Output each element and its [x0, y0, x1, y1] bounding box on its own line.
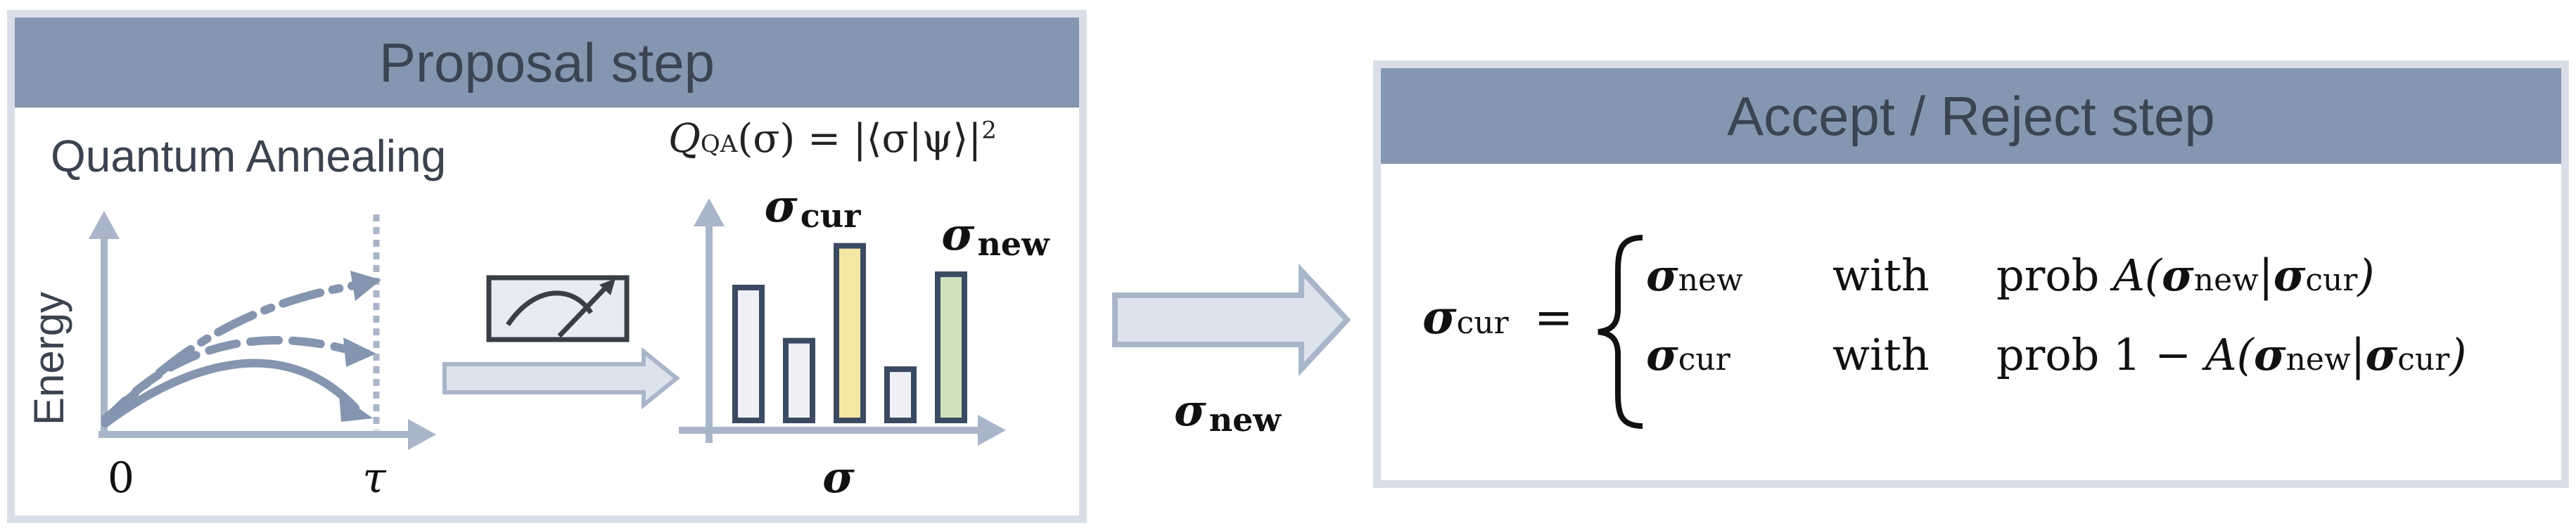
- case-new-prob-prefix: prob: [1996, 250, 2114, 301]
- accept-reject-title: Accept / Reject step: [1727, 84, 2215, 147]
- case-brace: [1598, 235, 1643, 429]
- energy-curves: [101, 281, 363, 427]
- device-arrow-line: [557, 285, 608, 338]
- histogram-x-label: σ: [822, 451, 855, 503]
- formula-q-subscript: QA: [700, 130, 738, 158]
- quantum-annealing-label: Quantum Annealing: [51, 131, 447, 181]
- sigma-new-label: σnew: [941, 208, 1050, 263]
- histogram-axes: [679, 198, 1006, 446]
- equals-sign: =: [1534, 290, 1574, 345]
- transfer-sigma: σ: [1174, 385, 1206, 436]
- transfer-arrow: [1112, 263, 1351, 377]
- case-new-sigma-subscript: new: [1678, 262, 1743, 298]
- qa-probability-formula: QQA(σ) = |⟨σ|ψ⟩|2: [668, 116, 997, 162]
- sigma-cur-subscript: cur: [801, 197, 861, 235]
- histogram-bars: [732, 243, 967, 424]
- transfer-subscript: new: [1209, 401, 1282, 439]
- histogram-y-axis-arrowhead: [694, 198, 725, 226]
- energy-axis-label: Energy: [25, 292, 72, 425]
- dashed-arrowhead: [343, 337, 376, 367]
- proposal-flow-arrow: [442, 347, 680, 410]
- device-curve: [506, 290, 593, 326]
- sigma-new-symbol: σ: [941, 208, 975, 261]
- sigma-new-subscript: new: [977, 225, 1050, 263]
- time-end-label: τ: [362, 453, 386, 503]
- sigma-cur-label: σcur: [765, 180, 862, 235]
- case-new-probability: prob A(σnew|σcur): [1996, 250, 2375, 301]
- lhs-sigma-subscript: cur: [1456, 305, 1509, 341]
- sigma-cur-lhs: σcur =: [1422, 290, 1573, 345]
- formula-power: 2: [981, 116, 997, 145]
- case-row-cur: σcur: [1646, 329, 1730, 380]
- dashed-energy-curve: [101, 335, 359, 425]
- case-new-with: with: [1832, 250, 1930, 301]
- dash-dot-arrowhead: [350, 271, 381, 301]
- histogram-bar-1: [732, 285, 765, 423]
- case-cur-probability: prob 1 − A(σnew|σcur): [1996, 329, 2466, 380]
- proposal-step-title: Proposal step: [379, 31, 715, 94]
- formula-rest: (σ) = |⟨σ|ψ⟩|: [737, 116, 982, 162]
- case-cur-prob-expr: A(σnew|σcur): [2205, 329, 2467, 380]
- histogram-x-axis-arrowhead: [978, 415, 1006, 446]
- case-new-prob-expr: A(σnew|σcur): [2113, 250, 2375, 301]
- solid-arrowhead: [339, 394, 373, 422]
- case-cur-prob-prefix: prob 1 −: [1996, 329, 2205, 380]
- case-cur-with: with: [1832, 329, 1930, 380]
- histogram-bar-3: [834, 243, 866, 423]
- annealer-device-icon: [486, 275, 630, 342]
- accept-reject-header: Accept / Reject step: [1381, 68, 2561, 164]
- lhs-sigma: σ: [1422, 290, 1457, 345]
- case-row-new: σnew: [1646, 250, 1743, 301]
- formula-q: Q: [668, 116, 701, 162]
- device-arrow-head: [599, 278, 616, 295]
- annealing-x-axis-arrowhead: [408, 419, 436, 450]
- energy-curve-arrowheads: [339, 271, 381, 422]
- proposal-step-header: Proposal step: [15, 18, 1079, 108]
- annealing-axes: [89, 211, 436, 450]
- case-new-sigma: σ: [1646, 250, 1678, 301]
- histogram-bar-4: [884, 366, 917, 423]
- sigma-cur-symbol: σ: [765, 180, 798, 233]
- device-frame: [486, 275, 630, 342]
- case-cur-sigma: σ: [1646, 329, 1678, 380]
- histogram-bar-2: [783, 337, 815, 424]
- accept-reject-step-panel: Accept / Reject step: [1373, 60, 2569, 488]
- transfer-label: σnew: [1174, 385, 1282, 439]
- solid-energy-curve: [101, 359, 359, 427]
- time-start-label: 0: [108, 453, 134, 503]
- histogram-bar-5: [935, 271, 967, 423]
- annealing-y-axis-arrowhead: [89, 211, 120, 239]
- case-cur-sigma-subscript: cur: [1678, 342, 1730, 378]
